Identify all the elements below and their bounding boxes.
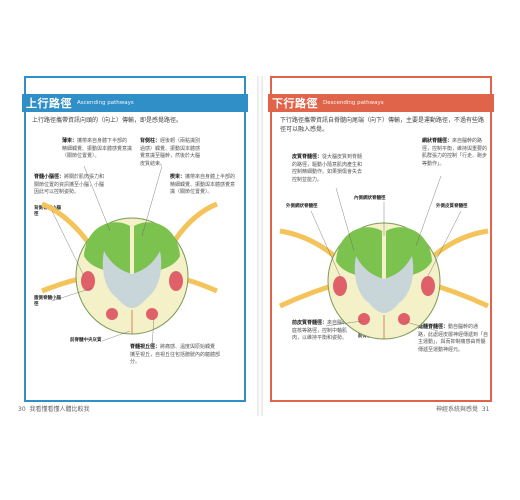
tag-medial-reticulospinal: 內側網狀脊髓徑 [354,196,386,201]
page-descending: 下行路徑 Descending pathways 下行路徑攜帶資訊自脊髓向尾端（… [266,76,504,416]
section-title-bar: 下行路徑 Descending pathways [268,94,494,112]
posterior-column-left [84,222,130,276]
section-title-english: Descending pathways [323,100,384,106]
page-frame [24,76,246,402]
page-folio: 30 我看懂看懂人體比較我 [18,406,90,413]
tract-red-left [81,271,95,291]
label-anterior-corticospinal: 前皮質脊髓徑：來自腦幹前庭核等路徑，控制中軸肌肉，以維持平衡和姿勢。 [292,320,353,341]
label-reticulospinal: 網狀脊髓徑：來自腦幹的路徑，控制平衡，維持與重要的肌群張力的控制「行走、跑步等動… [422,138,488,167]
section-title: 上行路徑 [26,97,72,110]
label-spinocerebellar: 脊髓小腦徑：將關於肌肉張力和關節位置的資訊攜至小腦，小腦因此可以控制姿勢。 [34,174,105,195]
tag-rubrospinal: 外側皮質脊髓徑 [436,204,468,209]
spinal-cord-descending-diagram [278,175,490,340]
gray-matter [102,251,162,308]
tag-anterior-spinocerebellar: 腹側脊髓小腦徑 [34,296,61,307]
label-posterior-column: 背側柱：經後韌（兩點識別過感）觸覺、振動與本體感覺意識至腦幹，然後於大腦皮質結束… [140,138,201,167]
tag-lateral-reticulospinal: 外側網狀脊髓徑 [286,204,318,209]
page-folio: 神經系統與感覺 31 [436,406,490,413]
label-cuneate: 楔束：攜帶來自身體上半部的精細觸覺、振動與本體感覺意識（關節位置覺）。 [170,174,236,195]
label-gracile: 薄束：攜帶來自身體下半部的精細觸覺、振動與本體感覺意識（關節位置覺）。 [62,138,133,159]
posterior-column-right [134,222,180,276]
page-frame [270,76,492,402]
tract-red-ventral-left [106,308,118,320]
tag-anterior-median: 前脊髓中央灰質 [70,338,102,343]
spinal-cord-ascending-diagram [41,165,218,347]
intro-text: 上行路徑攜帶資訊向頭的（向上）傳輸，即是感覺路徑。 [32,117,183,124]
tract-red-ventral-left [358,313,370,325]
tract-red-left [333,276,347,296]
book-gutter [257,76,263,416]
label-spinothalamic: 脊髓視丘徑：將痛感、溫度與原始觸覺攜至視丘，自視丘往包括膀胱內的軀體部分。 [130,344,221,365]
gray-matter [354,256,414,313]
tract-red-right [169,271,183,291]
tract-red-ventral-right [398,313,410,325]
posterior-column-left [336,227,382,281]
section-title: 下行路徑 [272,97,318,110]
intro-text: 下行路徑攜帶資訊自脊髓向尾端（向下）傳輸，主要是運動路徑，不過有些路徑可以融入感… [280,117,485,133]
tract-red-ventral-right [146,308,158,320]
posterior-column-right [386,227,432,281]
tract-red-right [421,276,435,296]
page-ascending: 上行路徑 Ascending pathways 上行路徑攜帶資訊向頭的（向上）傳… [12,76,250,416]
section-title-english: Ascending pathways [77,100,134,106]
section-title-bar: 上行路徑 Ascending pathways [22,94,248,112]
label-vestibulospinal: 延髓脊髓徑：動自腦幹的通路，此處經皮層神經傳遞到「自主運動」，與而抑制痛感由脊髓… [418,324,489,353]
label-lateral-corticospinal: 皮質脊髓徑：從大腦皮質到脊髓的路徑，驅動小隨意肌肉產生和控制精細動作。如果損傷會… [292,154,363,183]
